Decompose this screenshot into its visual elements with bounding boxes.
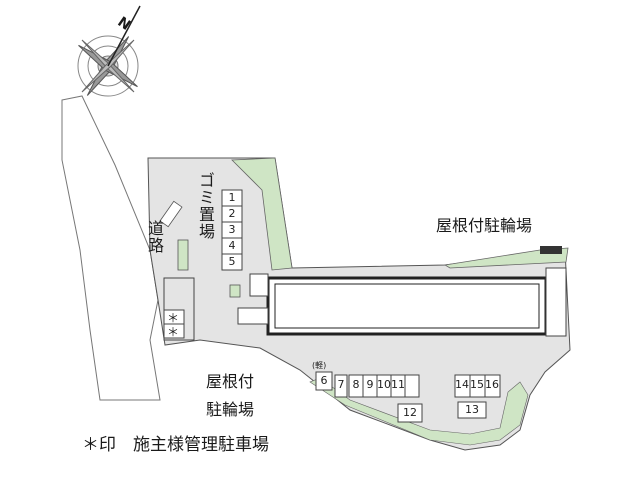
building-inner bbox=[274, 283, 540, 329]
green-area-bottom bbox=[309, 377, 529, 446]
green-area-left bbox=[231, 157, 293, 271]
parking-space: 5 bbox=[228, 255, 236, 268]
parking-space: 6 bbox=[320, 374, 328, 387]
parking-space: 15 bbox=[470, 378, 484, 391]
parking-space: 4 bbox=[228, 239, 236, 252]
compass-arrow-icon bbox=[107, 5, 141, 67]
parking-space: 1 bbox=[228, 191, 236, 204]
parking-mid bbox=[315, 371, 423, 423]
parking-space: 7 bbox=[337, 378, 345, 391]
parking-space: 12 bbox=[403, 406, 417, 419]
parking-space: 14 bbox=[455, 378, 469, 391]
parking-space: 16 bbox=[485, 378, 499, 391]
bike-shelter-lower bbox=[237, 307, 269, 325]
parking-right bbox=[454, 374, 501, 419]
legend: ＊印 施主様管理駐車場 bbox=[82, 435, 269, 455]
owner-parking-mark: ＊ bbox=[167, 311, 180, 325]
parking-space: 11 bbox=[391, 378, 405, 391]
bike-parking-label-lower-line1: 屋根付 bbox=[206, 372, 255, 391]
parking-space: 3 bbox=[228, 223, 236, 236]
bike-shelter-right bbox=[545, 267, 567, 337]
garbage-box bbox=[159, 200, 183, 228]
bike-shelter-marker bbox=[540, 246, 562, 254]
entrance bbox=[249, 273, 269, 297]
road bbox=[61, 95, 161, 401]
green-area-right bbox=[443, 247, 569, 269]
small-green bbox=[229, 284, 241, 298]
road-label: 道路 bbox=[145, 220, 164, 254]
parking-space: 9 bbox=[366, 378, 374, 391]
parking-space: 13 bbox=[465, 403, 479, 416]
parking-space: 8 bbox=[352, 378, 360, 391]
garbage-area-label: ゴミ置場 bbox=[196, 172, 215, 240]
parking-space: 10 bbox=[377, 378, 391, 391]
owner-parking-mark: ＊ bbox=[167, 325, 180, 339]
kei-car-label: (軽) bbox=[312, 361, 327, 370]
parking-space: 2 bbox=[228, 207, 236, 220]
bike-parking-label-right: 屋根付駐輪場 bbox=[436, 216, 533, 235]
bike-parking-label-lower-line2: 駐輪場 bbox=[206, 400, 255, 419]
parking-left bbox=[221, 189, 243, 271]
garbage-green bbox=[177, 239, 189, 271]
